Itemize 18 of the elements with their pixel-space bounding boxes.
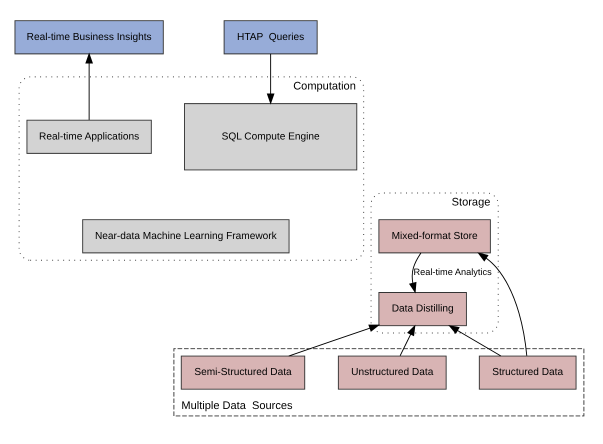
arrow	[288, 324, 380, 356]
node-box: Data Distilling	[378, 292, 467, 326]
node-box: SQL Compute Engine	[184, 103, 358, 170]
node-box: Real-time Applications	[26, 120, 152, 154]
arrow	[477, 252, 528, 356]
arrow	[448, 325, 502, 356]
node-box: Mixed-format Store	[378, 219, 491, 254]
node-box: Unstructured Data	[338, 356, 447, 390]
node-box: Structured Data	[478, 356, 577, 390]
node-box: Real-time Business Insights	[14, 20, 164, 54]
node-box: HTAP Queries	[224, 20, 318, 54]
node-box: Semi-Structured Data	[180, 356, 306, 390]
arrow	[266, 53, 274, 105]
node-box: Near-data Machine Learning Framework	[82, 219, 290, 254]
arrow	[408, 252, 422, 294]
arrow	[400, 324, 416, 356]
edge-label: Real-time Analytics	[413, 266, 492, 277]
arrow	[85, 52, 93, 120]
